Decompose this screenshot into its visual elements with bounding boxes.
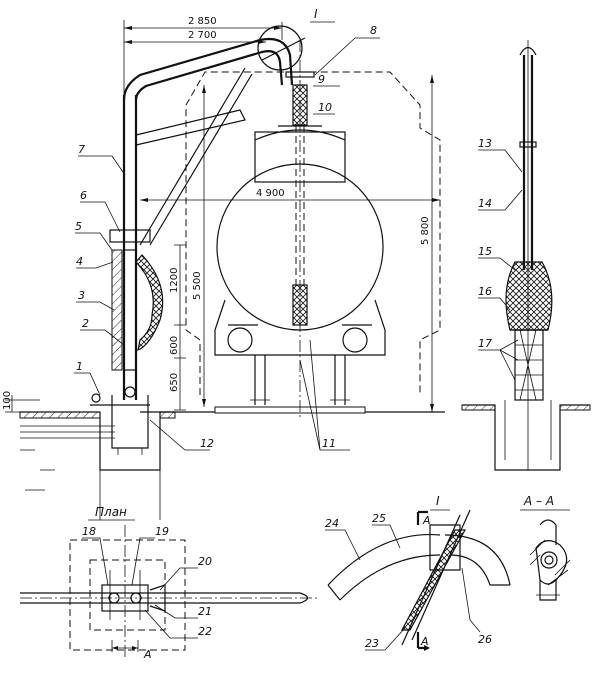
dim-top bbox=[123, 20, 283, 95]
callout-14: 14 bbox=[478, 197, 492, 210]
callout-21: 21 bbox=[198, 605, 212, 618]
callout-8: 8 bbox=[370, 24, 377, 37]
plan-title: План bbox=[95, 505, 127, 519]
callout-26: 26 bbox=[478, 633, 492, 646]
dim-600: 600 bbox=[169, 336, 180, 355]
callout-25: 25 bbox=[372, 512, 386, 525]
callout-4: 4 bbox=[76, 255, 83, 268]
callout-17: 17 bbox=[478, 337, 492, 350]
dim-2700: 2 700 bbox=[188, 30, 217, 41]
callout-3: 3 bbox=[78, 289, 85, 302]
callout-12: 12 bbox=[200, 437, 214, 450]
callout-9: 9 bbox=[318, 73, 325, 86]
callout-10: 10 bbox=[318, 101, 332, 114]
callout-19: 19 bbox=[155, 525, 169, 538]
callout-22: 22 bbox=[198, 625, 212, 638]
filling-hose-lower bbox=[292, 284, 308, 326]
detail-I: I А А 24 25 26 23 bbox=[325, 494, 511, 651]
callout-2: 2 bbox=[82, 317, 89, 330]
callout-1: 1 bbox=[76, 360, 83, 373]
dim-4900: 4 900 bbox=[256, 188, 285, 199]
dim-1200: 1200 bbox=[169, 268, 180, 293]
callout-13: 13 bbox=[478, 137, 492, 150]
callout-18: 18 bbox=[82, 525, 96, 538]
dim-100: 100 bbox=[2, 391, 13, 410]
callout-11: 11 bbox=[322, 437, 336, 450]
flexible-hose-loop bbox=[135, 254, 164, 351]
callout-6: 6 bbox=[80, 189, 87, 202]
foundation bbox=[19, 386, 176, 520]
clearance-outline bbox=[185, 71, 441, 395]
side-view: 13 14 15 16 17 bbox=[461, 40, 591, 471]
callout-20: 20 bbox=[198, 555, 212, 568]
plan-section-A: А bbox=[143, 648, 152, 661]
callout-7: 7 bbox=[78, 143, 85, 156]
dim-650: 650 bbox=[169, 373, 180, 392]
section-title: А – А bbox=[523, 494, 554, 508]
detail-mark-I: I bbox=[314, 7, 318, 21]
dim-5500: 5 500 bbox=[192, 271, 203, 300]
bogie-wheel-right bbox=[342, 327, 368, 353]
filling-hose-upper bbox=[292, 84, 308, 126]
dim-2850: 2 850 bbox=[188, 16, 217, 27]
leaders-left bbox=[74, 155, 350, 451]
main-elevation: 2 850 2 700 4 900 5 500 5 800 1200 600 6… bbox=[2, 7, 445, 520]
detail-circle-I bbox=[257, 25, 303, 71]
plan-view: План А 18 19 20 21 22 bbox=[20, 505, 320, 661]
callout-24: 24 bbox=[325, 517, 339, 530]
callout-15: 15 bbox=[478, 245, 492, 258]
callout-5: 5 bbox=[75, 220, 82, 233]
wheel-legs bbox=[254, 355, 346, 405]
section-A-A: А – А bbox=[520, 494, 571, 601]
bogie-wheel-left bbox=[227, 327, 253, 353]
detail-title: I bbox=[436, 494, 440, 508]
rail-sleeper bbox=[214, 406, 366, 414]
detail-section-A-bottom: А bbox=[420, 635, 429, 648]
detail-section-A-top: А bbox=[422, 514, 431, 527]
dim-stack bbox=[174, 244, 186, 411]
callout-16: 16 bbox=[478, 285, 492, 298]
riser-column bbox=[109, 37, 294, 400]
callout-23: 23 bbox=[365, 637, 379, 650]
side-hose-bundle bbox=[505, 261, 553, 331]
dim-5800: 5 800 bbox=[420, 216, 431, 245]
